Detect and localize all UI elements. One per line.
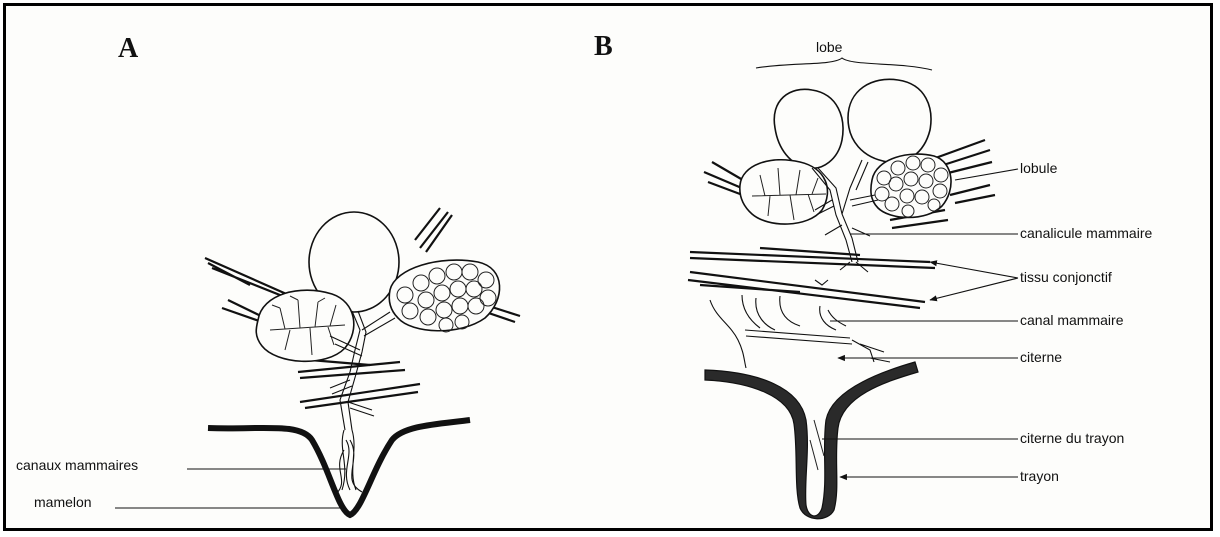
panel-b: B lobe	[594, 31, 1152, 519]
panel-a-letter: A	[118, 33, 139, 64]
panel-b-duct-tree	[812, 160, 878, 290]
panel-b-connective-tissue	[688, 140, 995, 308]
panel-b-letter: B	[594, 31, 613, 62]
panel-b-lobule-plain-right	[848, 79, 931, 162]
label-citerne-du-trayon: citerne du trayon	[1020, 430, 1124, 446]
label-canaux-mammaires: canaux mammaires	[16, 457, 138, 473]
label-lobe: lobe	[816, 39, 843, 55]
lobe-brace	[756, 58, 932, 70]
leader-lobule	[955, 169, 1018, 180]
label-lobule: lobule	[1020, 160, 1058, 176]
label-mamelon: mamelon	[34, 494, 92, 510]
label-canal-mammaire: canal mammaire	[1020, 312, 1124, 328]
panel-b-canal-mammaire	[710, 295, 890, 368]
panel-b-lobule-veined	[740, 160, 828, 224]
label-canalicule-mammaire: canalicule mammaire	[1020, 225, 1152, 241]
panel-b-lobule-alveoli	[871, 154, 951, 217]
panel-a-lobule-alveoli	[389, 260, 499, 332]
label-tissu-conjonctif: tissu conjonctif	[1020, 269, 1112, 285]
leader-tissu-conjonctif-lower	[930, 278, 1018, 300]
panel-b-trayon	[705, 362, 918, 519]
leader-tissu-conjonctif-upper	[930, 262, 1018, 278]
panel-b-lobule-plain-left	[774, 89, 843, 168]
label-trayon: trayon	[1020, 468, 1059, 484]
label-citerne: citerne	[1020, 349, 1062, 365]
panel-a-mamelon	[208, 420, 470, 515]
panel-a: A	[16, 33, 520, 515]
panel-a-lobule-veined	[256, 290, 354, 361]
